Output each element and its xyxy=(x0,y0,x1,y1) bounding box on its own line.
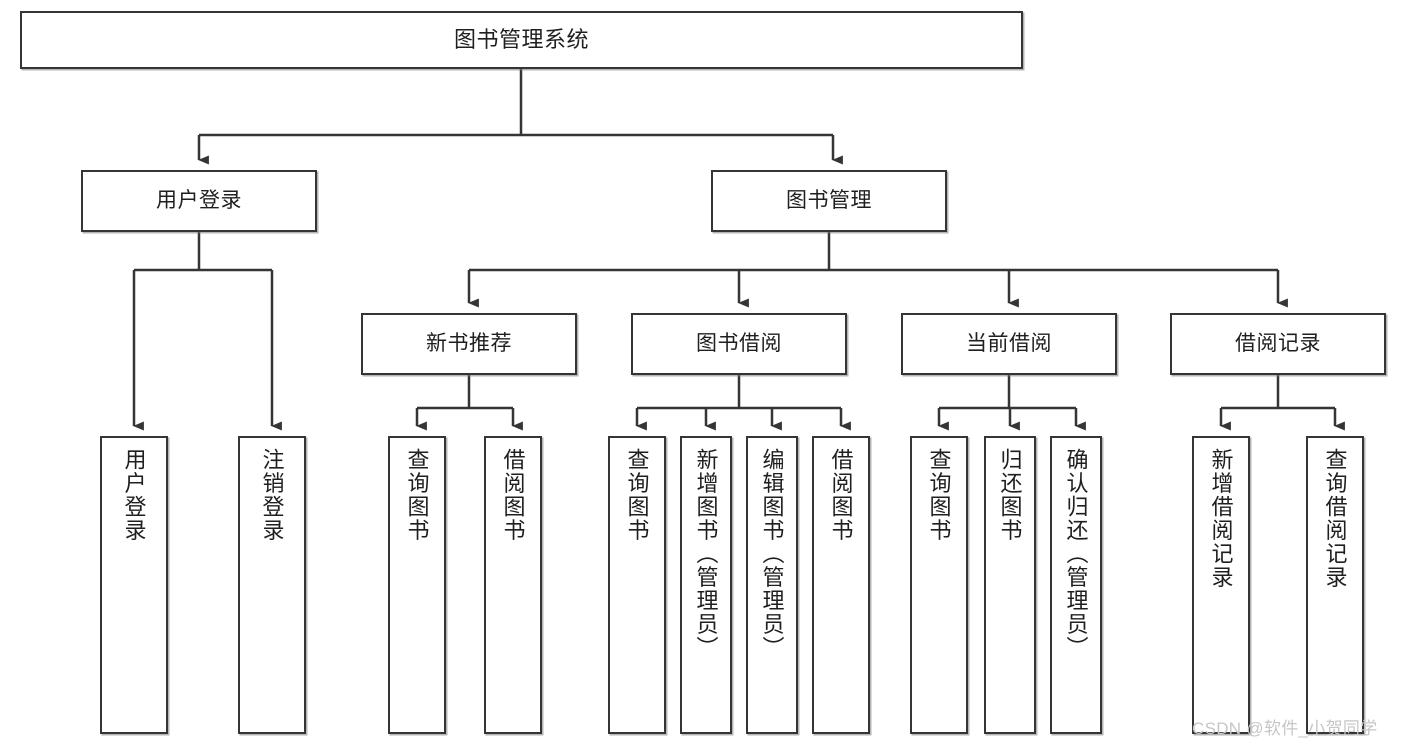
leaf-logout[interactable]: 注销登录 xyxy=(238,436,306,734)
leaf-add-book-admin[interactable]: 新增图书（管理员） xyxy=(680,436,732,734)
leaf-user-login[interactable]: 用户登录 xyxy=(100,436,168,734)
leaf-return-book[interactable]: 归还图书 xyxy=(984,436,1036,734)
new-book-to-leaf-connectors xyxy=(415,375,523,431)
book-mgmt-to-level3-connectors xyxy=(467,232,1288,308)
node-label: 归还图书 xyxy=(997,448,1023,542)
node-label: 借阅图书 xyxy=(500,448,526,542)
node-label: 注销登录 xyxy=(259,448,285,542)
leaf-confirm-return-admin[interactable]: 确认归还（管理员） xyxy=(1050,436,1102,734)
node-label: 用户登录 xyxy=(156,189,242,213)
node-book-management[interactable]: 图书管理 xyxy=(711,170,947,232)
node-book-borrow[interactable]: 图书借阅 xyxy=(631,313,847,375)
node-root-system[interactable]: 图书管理系统 xyxy=(20,11,1023,69)
node-label: 图书管理系统 xyxy=(453,26,589,52)
node-label: 查询借阅记录 xyxy=(1322,448,1348,589)
node-label: 借阅图书 xyxy=(828,448,854,542)
node-new-book-recommend[interactable]: 新书推荐 xyxy=(361,313,577,375)
node-user-login[interactable]: 用户登录 xyxy=(81,170,317,232)
leaf-query-book-borrow[interactable]: 查询图书 xyxy=(608,436,666,734)
leaf-query-book-current[interactable]: 查询图书 xyxy=(910,436,968,734)
borrow-record-to-leaf-connectors xyxy=(1219,375,1345,431)
node-label: 确认归还（管理员） xyxy=(1063,448,1089,660)
node-label: 当前借阅 xyxy=(966,332,1052,356)
node-label: 用户登录 xyxy=(121,448,147,542)
node-label: 编辑图书（管理员） xyxy=(759,448,785,660)
node-borrow-record[interactable]: 借阅记录 xyxy=(1170,313,1386,375)
user-login-to-leaf-connectors xyxy=(132,232,282,431)
leaf-borrow-book-recommend[interactable]: 借阅图书 xyxy=(484,436,542,734)
leaf-query-borrow-record[interactable]: 查询借阅记录 xyxy=(1306,436,1364,734)
leaf-borrow-book[interactable]: 借阅图书 xyxy=(812,436,870,734)
node-label: 图书借阅 xyxy=(696,332,782,356)
leaf-query-book-recommend[interactable]: 查询图书 xyxy=(388,436,446,734)
leaf-add-borrow-record[interactable]: 新增借阅记录 xyxy=(1192,436,1250,734)
node-current-borrow[interactable]: 当前借阅 xyxy=(901,313,1117,375)
node-label: 查询图书 xyxy=(926,448,952,542)
node-label: 新增借阅记录 xyxy=(1208,448,1234,589)
leaf-edit-book-admin[interactable]: 编辑图书（管理员） xyxy=(746,436,798,734)
node-label: 图书管理 xyxy=(786,189,872,213)
book-borrow-to-leaf-connectors xyxy=(635,375,851,431)
csdn-watermark: CSDN @软件_小贺同学 xyxy=(1192,719,1378,738)
node-label: 新增图书（管理员） xyxy=(693,448,719,660)
node-label: 查询图书 xyxy=(404,448,430,542)
current-borrow-to-leaf-connectors xyxy=(937,375,1086,431)
root-to-level2-connectors xyxy=(197,69,843,165)
node-label: 借阅记录 xyxy=(1235,332,1321,356)
node-label: 查询图书 xyxy=(624,448,650,542)
node-label: 新书推荐 xyxy=(426,332,512,356)
